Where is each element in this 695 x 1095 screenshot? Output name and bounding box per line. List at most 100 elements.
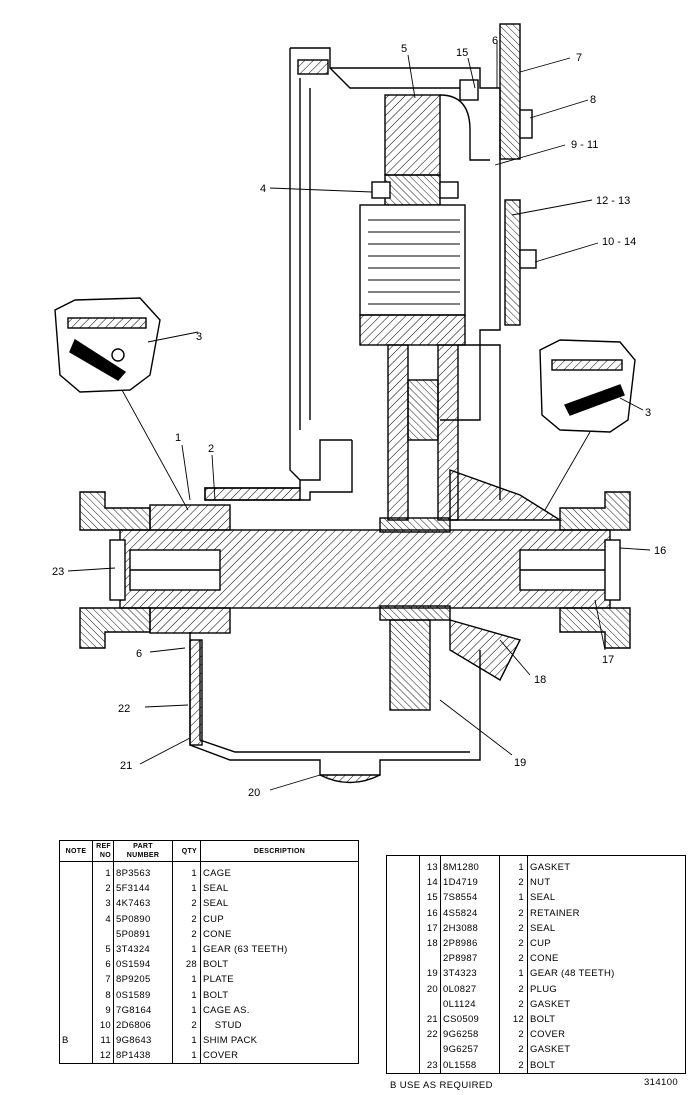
callout-19: 19 <box>514 757 526 769</box>
qty-cell: 2 <box>499 951 528 967</box>
description-cell: SEAL <box>530 922 556 934</box>
left-flange <box>79 491 231 649</box>
callout-2: 2 <box>208 443 214 455</box>
part-number-cell: 1D4719 <box>440 875 500 891</box>
callout-21: 21 <box>120 760 132 772</box>
callout-16: 16 <box>654 545 666 557</box>
ref-no-cell: 14 <box>419 875 441 891</box>
qty-cell: 12 <box>499 1011 528 1028</box>
callout-6-bottom: 6 <box>136 648 142 660</box>
description-cell: CONE <box>203 928 232 940</box>
qty-cell: 2 <box>499 875 528 891</box>
ref-no-cell: 21 <box>419 1011 441 1028</box>
part-number-cell: 8P9205 <box>113 972 173 988</box>
ref-no-cell: 18 <box>419 935 441 952</box>
note-cell <box>59 926 93 942</box>
qty-cell: 2 <box>499 905 528 921</box>
qty-cell: 2 <box>172 926 201 942</box>
qty-cell: 2 <box>172 911 201 927</box>
part-number-cell: 2H3088 <box>440 920 500 936</box>
note-cell <box>386 920 420 936</box>
callout-5: 5 <box>401 43 407 55</box>
description-cell: BOLT <box>203 989 229 1001</box>
note-cell <box>59 957 93 973</box>
part-number-cell: 8P3563 <box>113 861 173 882</box>
note-cell <box>386 981 420 997</box>
drawing-number: 314100 <box>644 1077 679 1088</box>
ref-no-cell: 22 <box>419 1027 441 1043</box>
part-number-cell: 0L1558 <box>440 1057 500 1074</box>
part-number-cell: 5P0891 <box>113 926 173 942</box>
description-cell: RETAINER <box>530 907 580 919</box>
description-cell: COVER <box>203 1050 239 1062</box>
cover-plate <box>459 23 537 326</box>
ref-no-cell: 3 <box>92 896 114 912</box>
note-cell <box>59 987 93 1003</box>
table-header-row: NOTE REF NO PART NUMBER QTY DESCRIPTION <box>59 840 359 862</box>
ref-no-cell: 6 <box>92 957 114 973</box>
note-cell <box>59 881 93 897</box>
part-number-cell: 2P8986 <box>440 935 500 952</box>
qty-cell: 28 <box>172 957 201 973</box>
qty-cell: 1 <box>499 855 528 876</box>
right-flange <box>449 469 631 681</box>
ref-no-cell: 9 <box>92 1002 114 1018</box>
qty-cell: 1 <box>499 966 528 982</box>
note-cell <box>386 1042 420 1058</box>
note-cell <box>386 905 420 921</box>
callout-9-11: 9 - 11 <box>571 139 598 151</box>
part-number-cell: 8P1438 <box>113 1048 173 1064</box>
qty-cell: 2 <box>172 896 201 912</box>
description-cell: CUP <box>203 913 224 925</box>
qty-cell: 1 <box>172 1002 201 1018</box>
header-qty: QTY <box>172 840 201 862</box>
callout-6-top: 6 <box>492 35 498 47</box>
description-cell: BOLT <box>530 1013 556 1025</box>
description-cell: NUT <box>530 877 551 889</box>
description-cell: PLATE <box>203 974 234 986</box>
part-number-cell: 2P8987 <box>440 951 500 967</box>
callout-15: 15 <box>456 47 468 59</box>
ref-no-cell: 11 <box>92 1033 114 1049</box>
qty-cell: 1 <box>172 987 201 1003</box>
part-number-cell: 4K7463 <box>113 896 173 912</box>
description-cell: GEAR (63 TEETH) <box>203 944 288 956</box>
description-cell: SHIM PACK <box>203 1035 258 1047</box>
description-cell: GASKET <box>530 998 571 1010</box>
center-column <box>387 344 501 521</box>
description-cell: SEAL <box>530 892 556 904</box>
note-cell <box>386 966 420 982</box>
part-number-cell: 3T4323 <box>440 966 500 982</box>
qty-cell: 2 <box>499 981 528 997</box>
qty-cell: 2 <box>499 935 528 952</box>
parts-table-left: NOTE REF NO PART NUMBER QTY DESCRIPTION … <box>59 840 359 1065</box>
callout-12-13: 12 - 13 <box>596 195 630 207</box>
note-cell <box>59 911 93 927</box>
part-number-cell: 0L0827 <box>440 981 500 997</box>
callout-8: 8 <box>590 94 596 106</box>
callout-4: 4 <box>260 183 266 195</box>
description-cell: SEAL <box>203 898 229 910</box>
ref-no-cell: 4 <box>92 911 114 927</box>
callout-20: 20 <box>248 787 260 799</box>
qty-cell: 1 <box>172 941 201 958</box>
note-cell: B <box>59 1033 93 1049</box>
ref-no-cell: 13 <box>419 855 441 876</box>
qty-cell: 1 <box>172 861 201 882</box>
exploded-assembly-drawing: 1 2 3 3 4 5 6 6 7 8 9 - 11 10 - 14 12 - … <box>52 23 666 799</box>
upper-housing <box>204 47 501 501</box>
